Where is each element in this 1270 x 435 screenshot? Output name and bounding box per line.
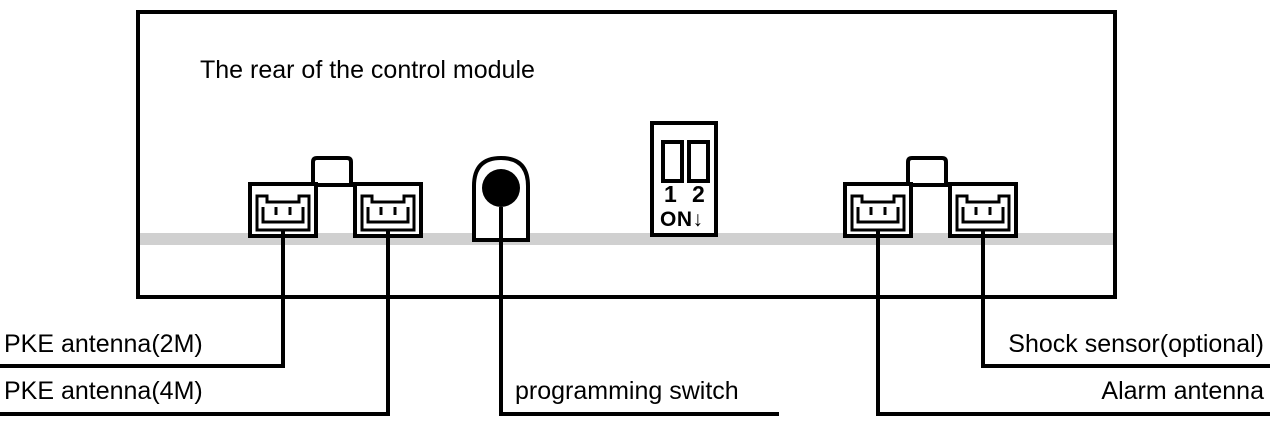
connector-bridge-tab-right [906,156,948,187]
programming-switch-button [482,169,520,207]
callout-label-pke-antenna-2m: PKE antenna(2M) [4,330,203,358]
dip-switch-slider-1[interactable] [661,140,684,183]
module-title: The rear of the control module [200,56,535,84]
callout-label-programming-switch: programming switch [515,377,739,405]
callout-label-shock-sensor: Shock sensor(optional) [1008,330,1264,358]
connector-alarm-antenna [843,182,913,238]
module-body-outline [136,10,1117,299]
connector-pke-4m [353,182,423,238]
dip-switch-slider-2[interactable] [687,140,710,183]
dip-switch-on-indicator: ON↓ [660,209,704,230]
callout-label-pke-antenna-4m: PKE antenna(4M) [4,377,203,405]
callout-label-alarm-antenna: Alarm antenna [1101,377,1264,405]
connector-pke-2m [248,182,318,238]
dip-switch-on-text: ON [660,208,693,231]
dip-switch-label-2: 2 [692,181,705,207]
connector-shock-sensor [948,182,1018,238]
dip-switch-label-1: 1 [664,181,677,207]
programming-switch-component [472,155,530,242]
connector-bridge-tab-left [311,156,353,187]
down-arrow-icon: ↓ [692,208,704,231]
dip-switch-component [650,121,718,237]
